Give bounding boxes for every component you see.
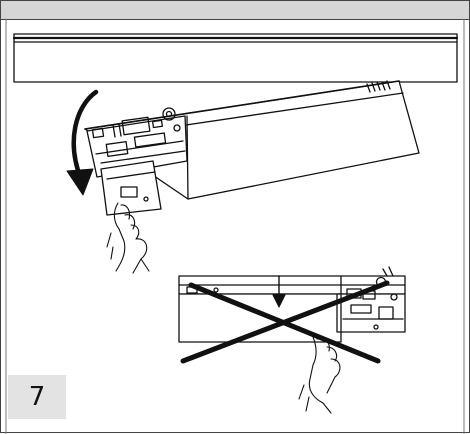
step-number: 7: [28, 382, 46, 412]
downward-arrow-icon: [272, 275, 286, 308]
cross-out-icon: [180, 280, 390, 364]
header-bar: [1, 1, 469, 20]
tilted-adapter: [84, 80, 420, 216]
step-number-badge: 7: [8, 375, 66, 419]
hand-icon: [298, 336, 341, 414]
ceiling-track: [5, 18, 465, 434]
hand-icon: [106, 202, 150, 274]
incorrect-adapter: [178, 266, 406, 343]
curved-rotation-arrow-icon: [66, 89, 99, 196]
